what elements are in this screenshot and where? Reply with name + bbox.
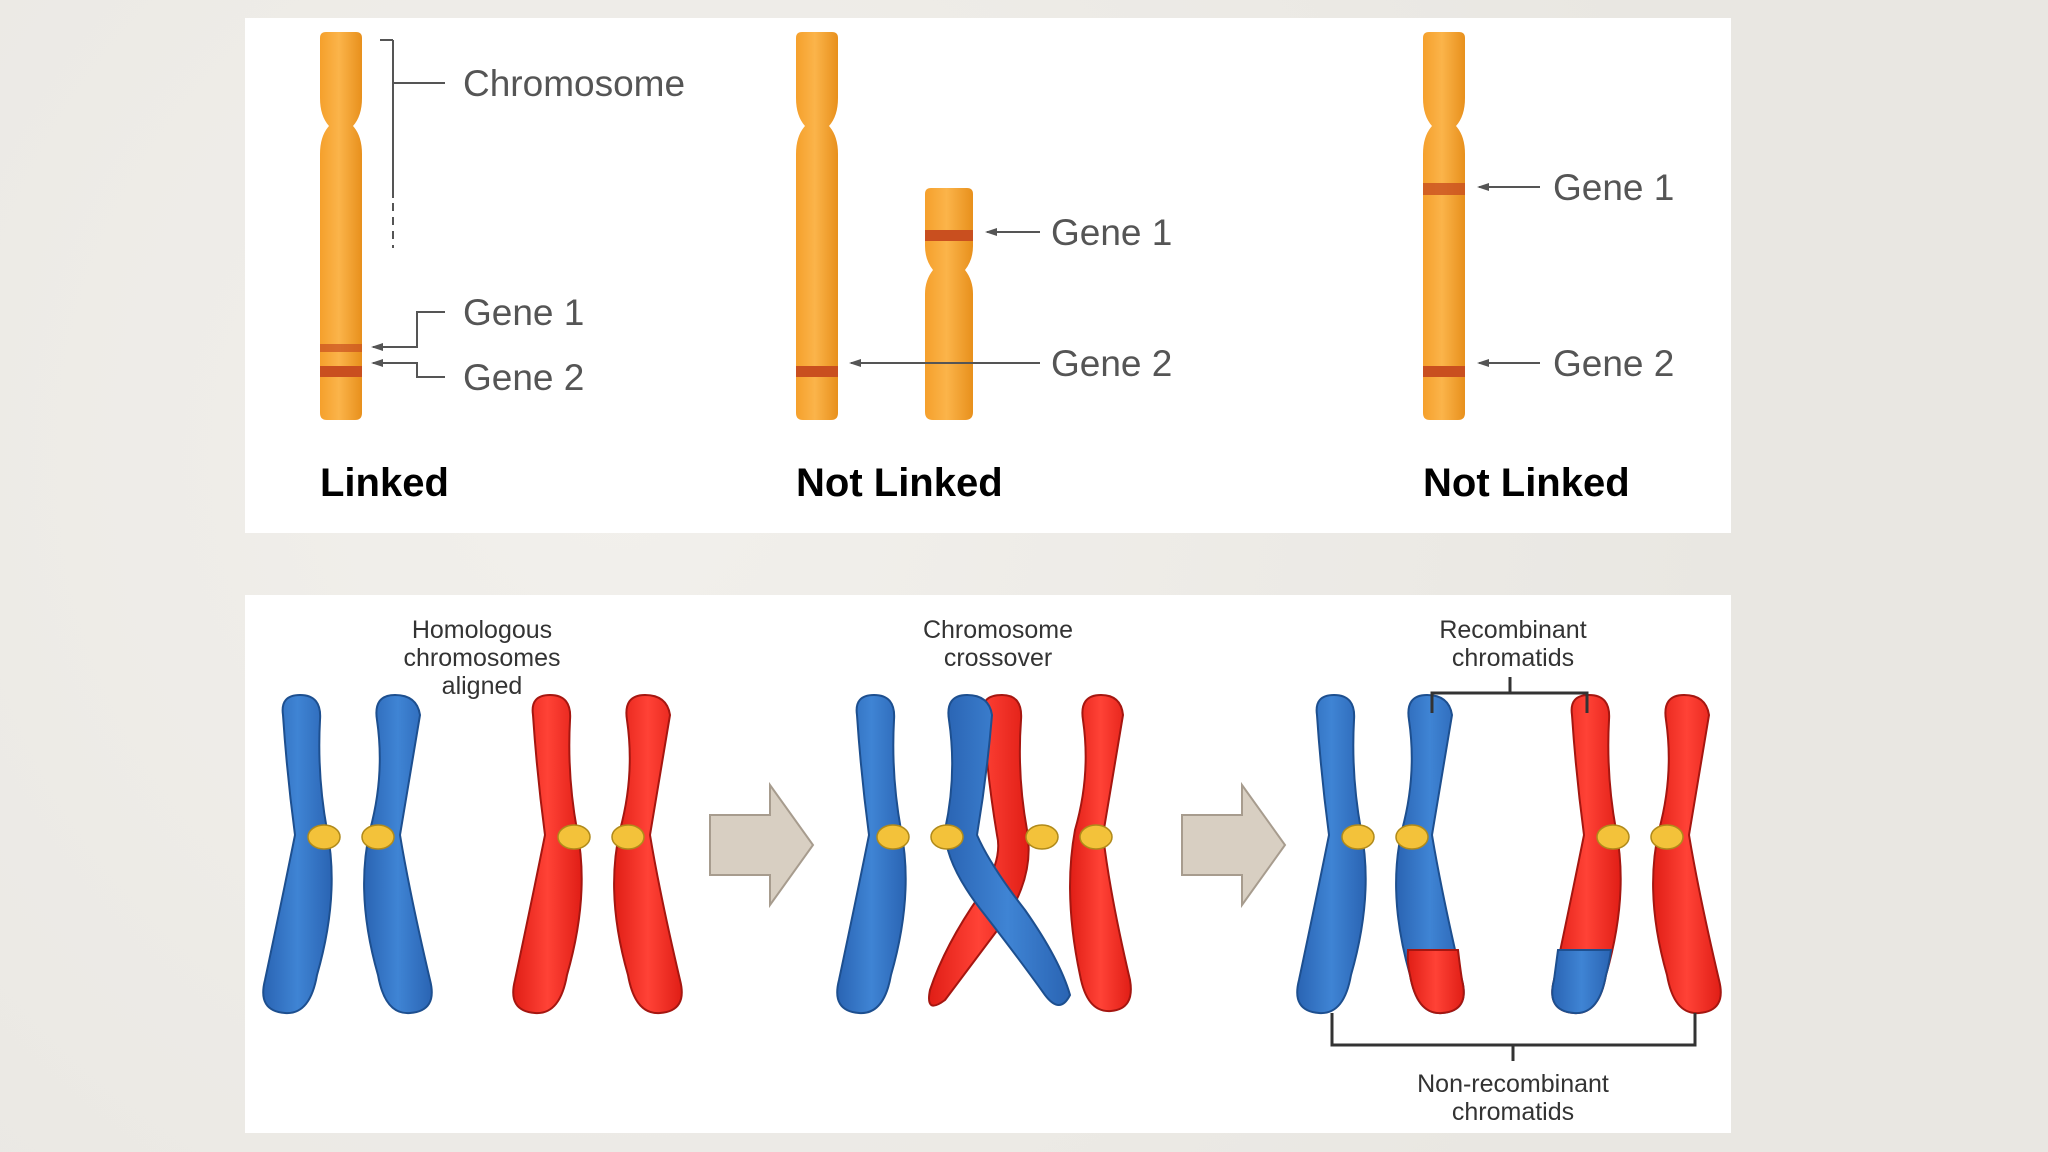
not-linked-a-large-chromosome <box>796 32 838 420</box>
red-chromosome-stage1 <box>512 693 683 1015</box>
svg-text:aligned: aligned <box>442 672 523 700</box>
crossover-stage <box>836 693 1132 1015</box>
recombinant-bracket <box>1430 677 1589 713</box>
svg-text:chromatids: chromatids <box>1452 644 1574 672</box>
process-arrow-1 <box>709 781 815 909</box>
caption-crossover: Chromosome crossover <box>923 616 1073 672</box>
svg-text:chromatids: chromatids <box>1452 1098 1574 1126</box>
gene1-band <box>1423 183 1465 195</box>
linked-chromosome <box>320 32 362 420</box>
gene-pointers-not-linked-b <box>1479 186 1540 364</box>
blue-chromosome-stage1 <box>262 693 433 1015</box>
caption-homologous: Homologous chromosomes aligned <box>404 616 561 700</box>
title-not-linked-b: Not Linked <box>1423 461 1630 505</box>
not-linked-a-small-chromosome <box>925 188 973 420</box>
title-not-linked-a: Not Linked <box>796 461 1003 505</box>
process-arrow-2 <box>1181 781 1287 909</box>
gene2-label-not-linked-a: Gene 2 <box>1051 343 1172 384</box>
gene2-band <box>1423 366 1465 377</box>
gene1-label-not-linked-b: Gene 1 <box>1553 167 1674 208</box>
gene2-label-not-linked-b: Gene 2 <box>1553 343 1674 384</box>
gene1-label-linked: Gene 1 <box>463 292 584 333</box>
chromosome-label: Chromosome <box>463 63 685 104</box>
gene-pointers-linked <box>373 311 445 378</box>
recombinant-blue-chromosome <box>1296 693 1465 1015</box>
gene2-band <box>796 366 838 377</box>
svg-text:Non-recombinant: Non-recombinant <box>1417 1070 1609 1098</box>
non-recombinant-bracket <box>1330 1013 1697 1061</box>
caption-non-recombinant: Non-recombinant chromatids <box>1417 1070 1609 1126</box>
caption-recombinant: Recombinant chromatids <box>1439 616 1586 672</box>
svg-text:Recombinant: Recombinant <box>1439 616 1586 644</box>
gene2-band <box>320 366 362 377</box>
chromosome-bracket <box>380 39 445 248</box>
gene2-label-linked: Gene 2 <box>463 357 584 398</box>
not-linked-b-chromosome <box>1423 32 1465 420</box>
recombinant-red-chromosome <box>1551 693 1722 1015</box>
linked-genes-panel: Chromosome Gene 1 Gene 2 Linked Gene 1 G… <box>245 18 1731 533</box>
svg-text:crossover: crossover <box>944 644 1052 672</box>
svg-text:chromosomes: chromosomes <box>404 644 561 672</box>
gene1-band <box>925 230 973 241</box>
gene1-band <box>320 344 362 352</box>
svg-text:Homologous: Homologous <box>412 616 552 644</box>
crossover-panel: Homologous chromosomes aligned Chromosom… <box>245 595 1731 1133</box>
svg-text:Chromosome: Chromosome <box>923 616 1073 644</box>
crossover-diagram: Homologous chromosomes aligned Chromosom… <box>262 616 1722 1126</box>
linked-genes-diagram: Chromosome Gene 1 Gene 2 Linked Gene 1 G… <box>320 32 1674 505</box>
gene1-label-not-linked-a: Gene 1 <box>1051 212 1172 253</box>
title-linked: Linked <box>320 461 449 505</box>
